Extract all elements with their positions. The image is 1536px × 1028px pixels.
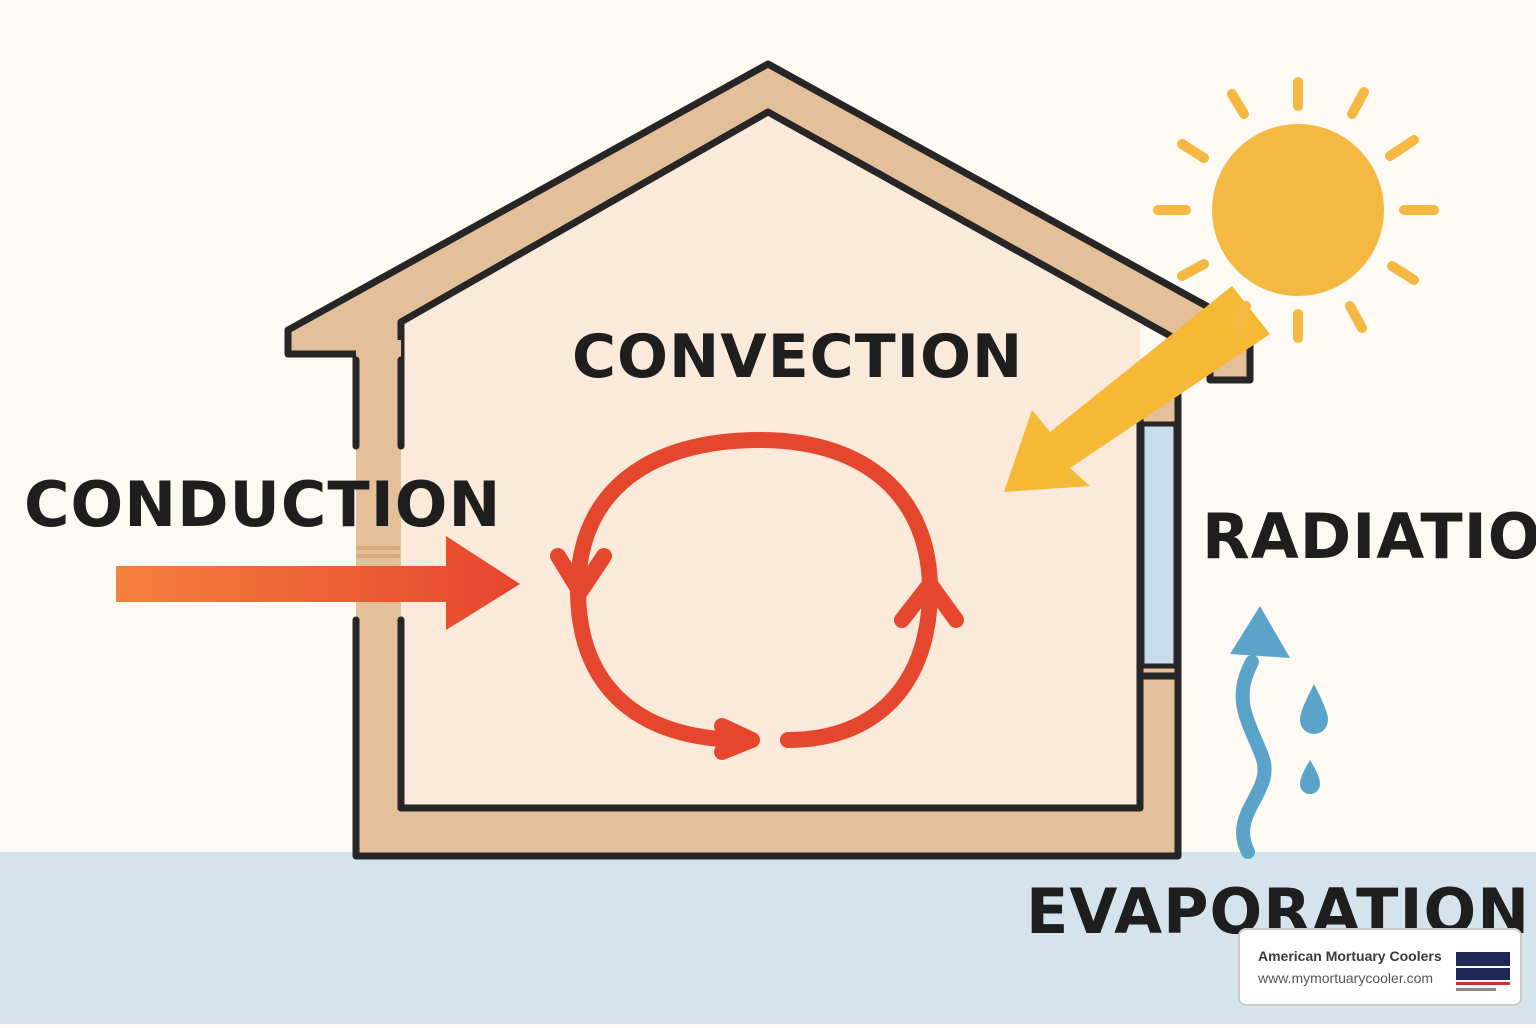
convection-loop [550, 432, 964, 760]
watermark-company: American Mortuary Coolers [1258, 948, 1442, 964]
window [1139, 421, 1179, 669]
conduction-gap-marks [356, 546, 400, 558]
watermark-badge[interactable]: American Mortuary Coolers www.mymortuary… [1238, 928, 1522, 1006]
conduction-arrow [116, 536, 520, 630]
radiation-arrow [1004, 286, 1270, 492]
convection-label: CONVECTION [572, 322, 1024, 392]
sun-icon [1153, 77, 1439, 343]
water-drop-icon [1300, 684, 1328, 794]
floor [356, 808, 1178, 856]
watermark-url[interactable]: www.mymortuarycooler.com [1258, 970, 1434, 986]
company-logo-icon [1454, 942, 1512, 996]
radiation-label: RADIATION [1202, 500, 1536, 573]
conduction-label: CONDUCTION [24, 468, 502, 541]
evaporation-arrow [1230, 606, 1290, 859]
